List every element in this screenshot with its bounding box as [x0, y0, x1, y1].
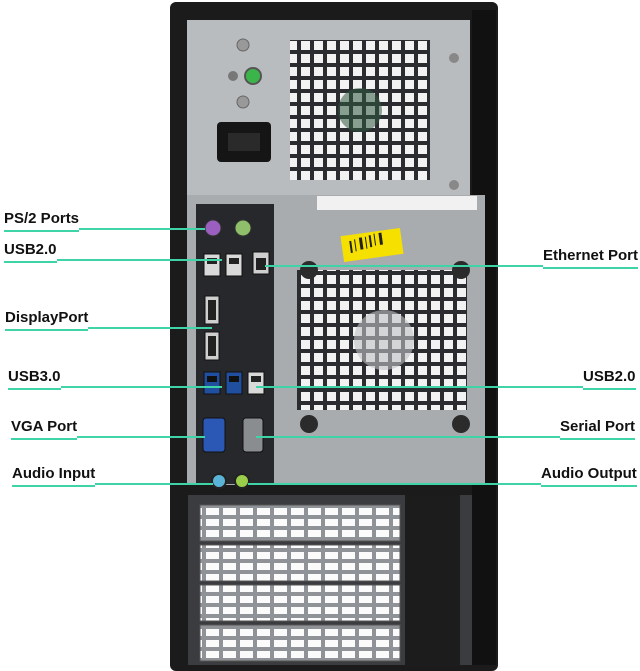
ps2-port-keyboard — [234, 219, 252, 237]
label-ethernet-port: Ethernet Port — [543, 247, 639, 269]
label-usb2-right: USB2.0 — [583, 368, 636, 390]
label-vga-port: VGA Port — [11, 418, 78, 440]
label-ps2-ports: PS/2 Ports — [4, 210, 80, 232]
label-serial-port: Serial Port — [560, 418, 636, 440]
label-audio-input: Audio Input — [12, 465, 96, 487]
label-audio-output: Audio Output — [541, 465, 637, 487]
serial-port — [242, 417, 264, 453]
audio-input-jack — [211, 473, 227, 489]
vga-port — [202, 417, 226, 453]
serial-label — [317, 196, 477, 210]
psu-led — [244, 67, 262, 85]
label-usb3: USB3.0 — [8, 368, 61, 390]
audio-output-jack — [234, 473, 250, 489]
expansion-slots — [199, 504, 401, 662]
label-displayport: DisplayPort — [5, 309, 89, 331]
slot-latch — [405, 495, 460, 667]
label-usb2-left: USB2.0 — [4, 241, 57, 263]
